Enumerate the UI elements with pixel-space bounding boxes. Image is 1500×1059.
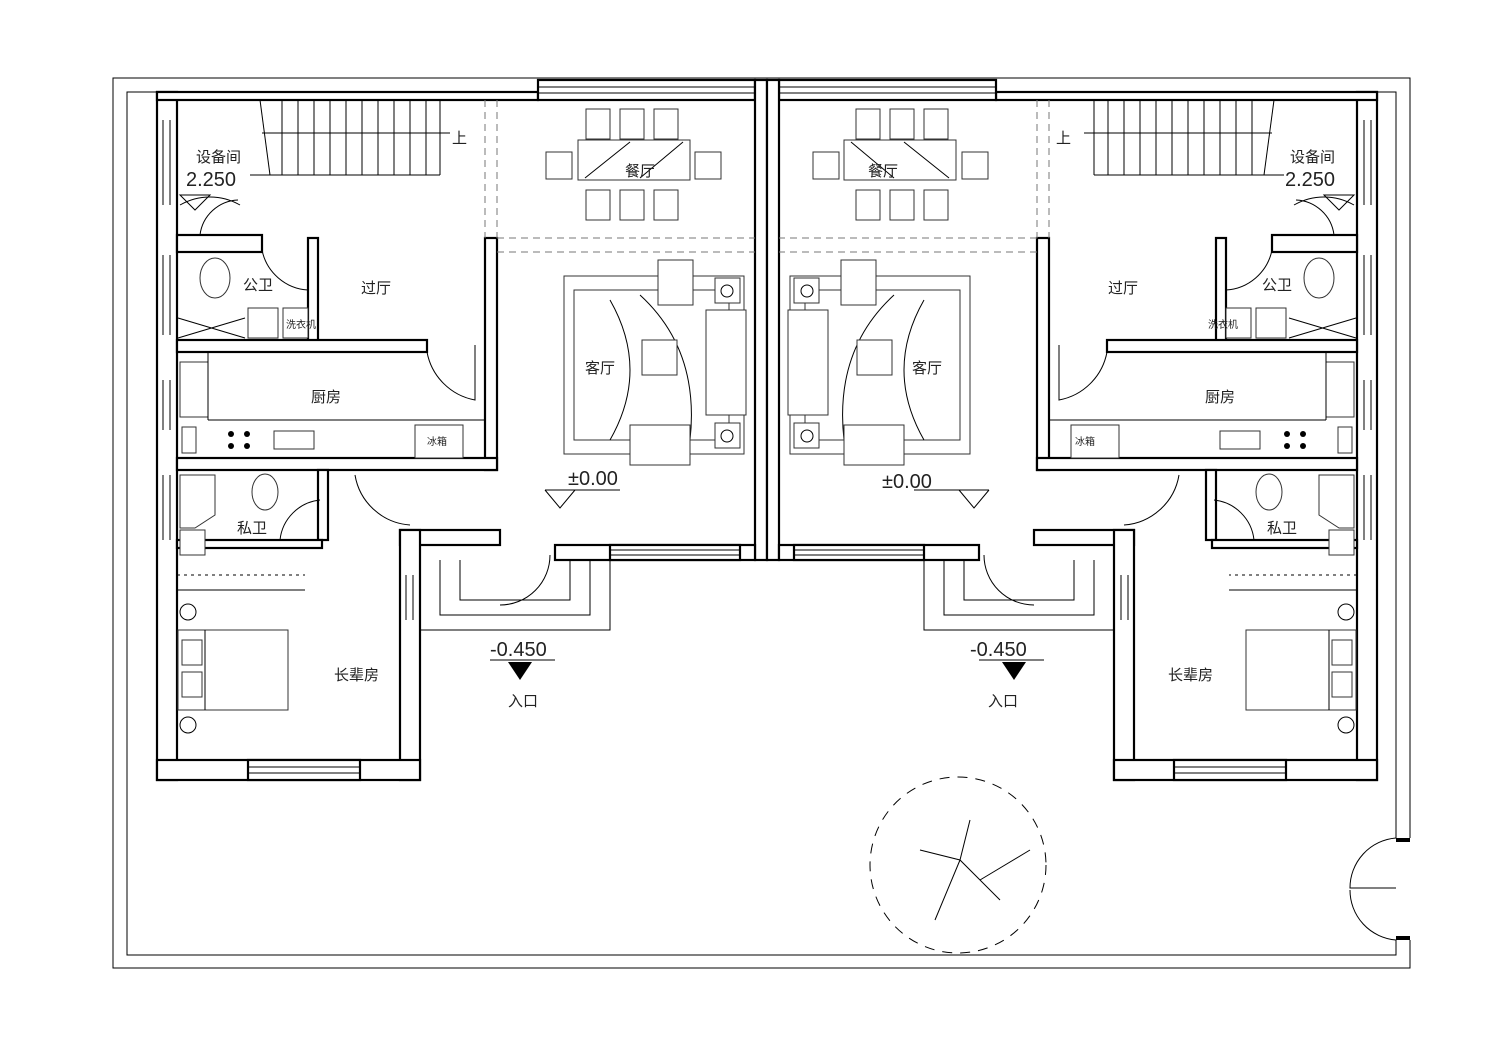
room-label: 私卫	[237, 519, 267, 537]
room-label: 长辈房	[334, 666, 379, 684]
room-label: 厨房	[311, 388, 341, 406]
level-label: 2.250	[1285, 169, 1335, 191]
stair-label: 上	[1056, 129, 1071, 147]
level-label: ±0.00	[568, 468, 618, 490]
site-gate	[1349, 837, 1397, 941]
entrance-label: 入口	[508, 692, 538, 710]
appliance-label: 冰箱	[427, 435, 447, 448]
left-unit	[155, 78, 769, 782]
room-label: 过厅	[1108, 279, 1138, 297]
level-label: -0.450	[490, 639, 547, 661]
appliance-label: 冰箱	[1075, 435, 1095, 448]
site-boundary-outer	[112, 77, 1411, 969]
room-label: 客厅	[585, 359, 615, 377]
room-label: 厨房	[1205, 388, 1235, 406]
room-label: 餐厅	[868, 162, 898, 180]
room-label: 公卫	[243, 276, 273, 294]
room-label: 设备间	[1290, 148, 1335, 166]
appliance-label: 洗衣机	[1208, 318, 1238, 331]
entrance-label: 入口	[988, 692, 1018, 710]
room-label: 公卫	[1262, 276, 1292, 294]
room-label: 设备间	[196, 148, 241, 166]
level-label: ±0.00	[882, 471, 932, 493]
room-label: 过厅	[361, 279, 391, 297]
tree-icon	[869, 776, 1047, 954]
room-label: 餐厅	[625, 162, 655, 180]
level-label: 2.250	[186, 169, 236, 191]
left-unit-labels: 设备间 2.250 上 餐厅 公卫 洗衣机 过厅 厨房 冰箱 客厅 ±0.00 …	[186, 129, 655, 710]
stair-label: 上	[452, 129, 467, 147]
room-label: 客厅	[912, 359, 942, 377]
level-label: -0.450	[970, 639, 1027, 661]
room-label: 私卫	[1267, 519, 1297, 537]
appliance-label: 洗衣机	[286, 318, 316, 331]
room-label: 长辈房	[1168, 666, 1213, 684]
right-unit-labels: 设备间 2.250 上 餐厅 公卫 洗衣机 过厅 厨房 冰箱 客厅 ±0.00 …	[868, 129, 1335, 710]
